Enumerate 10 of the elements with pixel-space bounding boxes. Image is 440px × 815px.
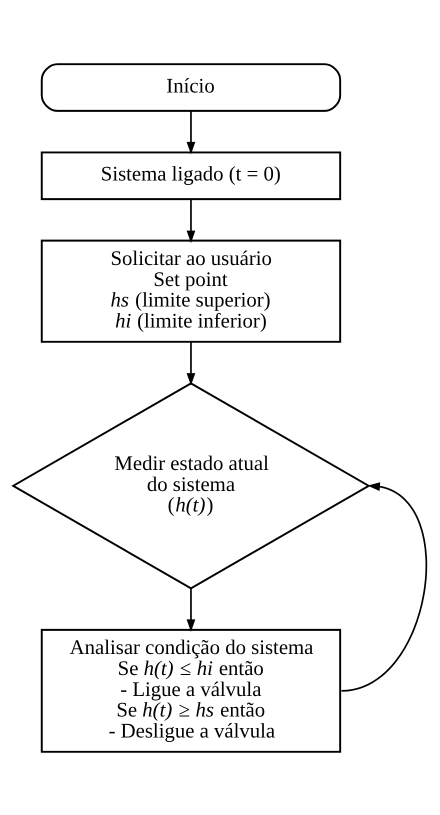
node-box: Início <box>40 62 342 112</box>
arrow <box>186 341 196 386</box>
node-box: Analisar condição do sistema Se h(t) ≤ hi então - Ligue a válvula Se h(t) ≥ hs então - Desligue a válvula <box>40 628 342 752</box>
node-box: Sistema ligado (t = 0) <box>40 150 342 200</box>
node-box: Solicitar ao usuário Set point hs (limite superior) hi (limite inferior) <box>40 239 342 342</box>
arrow <box>186 588 196 632</box>
node-diamond: Medir estado atual do sistema (h(t)) <box>11 382 371 589</box>
arrow <box>341 482 428 692</box>
arrow <box>186 198 196 243</box>
arrow <box>186 110 196 154</box>
